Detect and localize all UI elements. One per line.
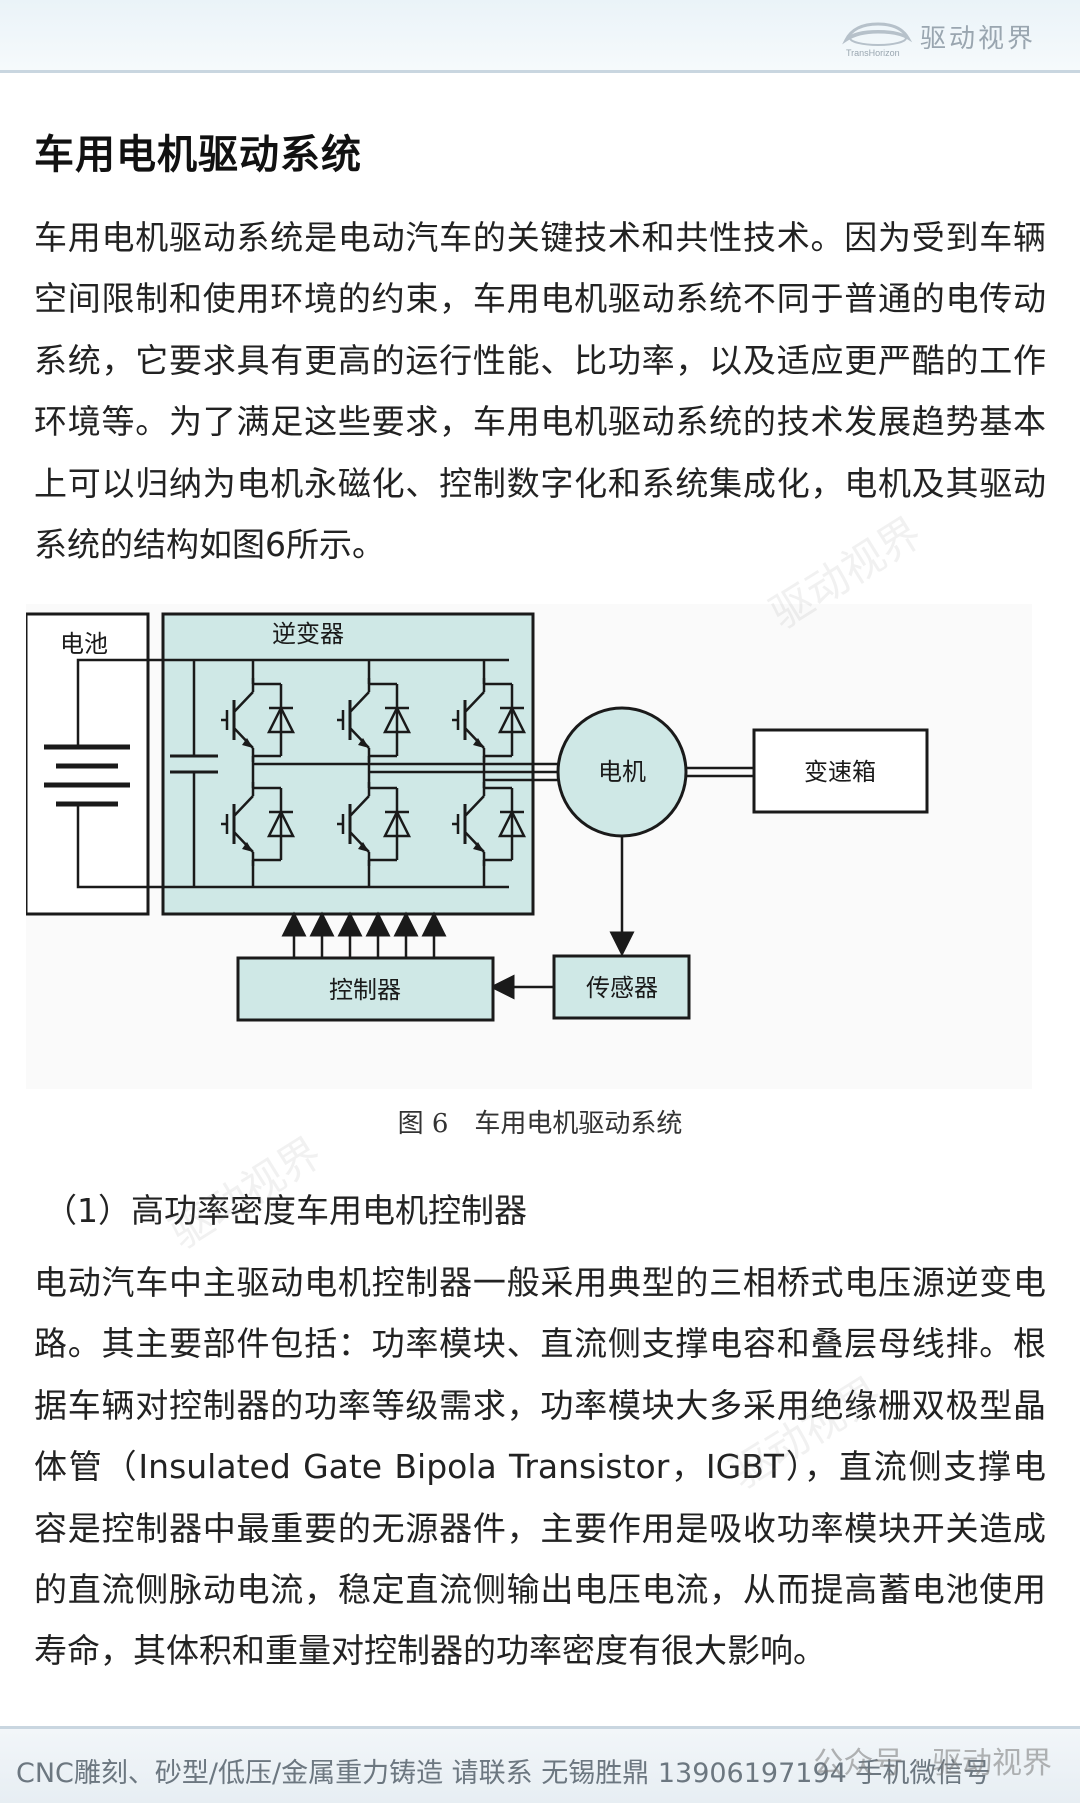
gearbox-block: [752, 728, 929, 814]
controller-block: [236, 956, 495, 1022]
wechat-account-overlay: 公众号 · 驱动视界: [813, 1746, 1052, 1781]
controller-label: 控制器: [329, 976, 401, 1004]
sensor-block: [552, 954, 691, 1020]
brand-subtitle: TransHorizon: [845, 48, 900, 58]
figure-caption: 图 6 车用电机驱动系统: [397, 1109, 683, 1139]
car-logo-icon: TransHorizon: [840, 16, 914, 58]
motor-label: 电机: [598, 758, 646, 786]
drive-system-diagram: 电池 逆变器 电机: [24, 604, 1032, 1089]
controller-paragraph: 电动汽车中主驱动电机控制器一般采用典型的三相桥式电压源逆变电路。其主要部件包括：…: [34, 1263, 1046, 1671]
inverter-label: 逆变器: [272, 620, 344, 648]
brand-logo: TransHorizon 驱动视界: [840, 16, 1036, 58]
article-title: 车用电机驱动系统: [34, 132, 362, 178]
page-footer: CNC雕刻、砂型/低压/金属重力铸造 请联系 无锡胜鼎 13906197194 …: [0, 1726, 1080, 1803]
intro-paragraph: 车用电机驱动系统是电动汽车的关键技术和共性技术。因为受到车辆空间限制和使用环境的…: [34, 218, 1046, 565]
page-header: TransHorizon 驱动视界: [0, 0, 1080, 73]
gearbox-label: 变速箱: [804, 758, 876, 786]
brand-name: 驱动视界: [919, 23, 1036, 54]
battery-label: 电池: [60, 630, 108, 658]
footer-ad-text: CNC雕刻、砂型/低压/金属重力铸造 请联系 无锡胜鼎 13906197194 …: [16, 1758, 991, 1789]
sensor-label: 传感器: [586, 974, 658, 1002]
section-subheading: （1）高功率密度车用电机控制器: [44, 1191, 527, 1230]
